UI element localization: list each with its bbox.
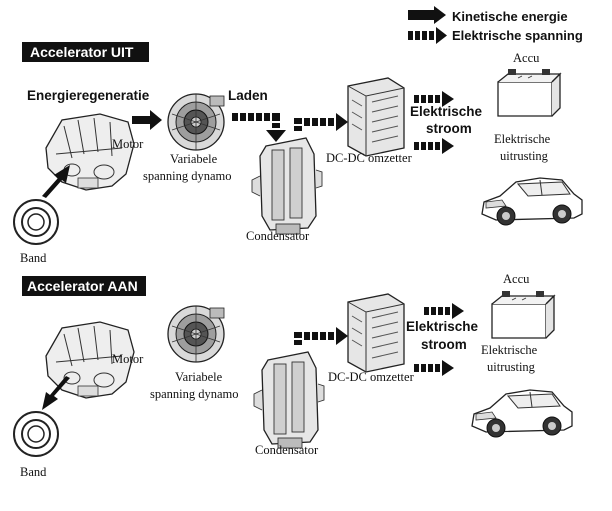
electric-current-label-1: Elektrische — [406, 319, 479, 334]
kinetic-arrow-band-to-engine — [42, 165, 70, 198]
capacitor-illustration — [251, 137, 323, 235]
dcdc-converter-illustration — [347, 293, 405, 373]
belt-pulley-illustration — [13, 411, 59, 457]
alternator-label-2: spanning dynamo — [143, 169, 232, 183]
electric-arrow-alternator-to-capacitor — [232, 113, 286, 142]
electric-legend-arrow — [408, 27, 447, 44]
electric-legend-label: Elektrische spanning — [452, 28, 583, 43]
kinetic-arrow-engine-to-alternator — [132, 110, 162, 130]
kinetic-legend-label: Kinetische energie — [452, 9, 568, 24]
band-label: Band — [20, 251, 47, 265]
electric-arrow-capacitor-to-converter — [294, 113, 348, 131]
alternator-illustration — [167, 93, 225, 151]
section-title-box — [22, 42, 149, 62]
charging-label: Laden — [228, 88, 268, 103]
electric-arrow-converter-to-equipment — [414, 360, 454, 376]
electric-current-label-1: Elektrische — [410, 104, 483, 119]
electric-equipment-label-2: uitrusting — [487, 360, 536, 374]
motor-label: Motor — [112, 352, 144, 366]
alternator-label-2: spanning dynamo — [150, 387, 239, 401]
motor-label: Motor — [112, 137, 144, 151]
electric-current-label-2: stroom — [421, 337, 467, 352]
alternator-label-1: Variabele — [175, 370, 223, 384]
capacitor-label: Condensator — [255, 443, 319, 457]
electric-current-label-2: stroom — [426, 121, 472, 136]
electric-equipment-label-1: Elektrische — [481, 343, 538, 357]
battery-label: Accu — [503, 272, 530, 286]
kinetic-legend-arrow — [408, 6, 446, 24]
section-accelerator-on: Accelerator AAN Band Motor Variabele spa… — [13, 272, 573, 479]
dcdc-converter-illustration — [347, 77, 405, 157]
electric-equipment-label-1: Elektrische — [494, 132, 551, 146]
kinetic-arrow-engine-to-band — [42, 376, 70, 410]
battery-illustration — [497, 68, 561, 117]
legend: Kinetische energie Elektrische spanning — [408, 6, 583, 44]
electric-arrow-converter-to-equipment — [414, 138, 454, 154]
battery-label: Accu — [513, 51, 540, 65]
electric-arrow-converter-to-battery — [414, 91, 454, 107]
section-title: Accelerator UIT — [30, 44, 134, 60]
capacitor-illustration — [253, 351, 325, 449]
battery-illustration — [491, 290, 555, 339]
electric-arrow-converter-to-battery — [424, 303, 464, 319]
section-accelerator-off: Accelerator UIT Energieregeneratie Laden… — [13, 42, 583, 265]
capacitor-label: Condensator — [246, 229, 310, 243]
car-illustration — [471, 389, 573, 438]
alternator-illustration — [167, 305, 225, 363]
band-label: Band — [20, 465, 47, 479]
dcdc-converter-label: DC-DC omzetter — [326, 151, 413, 165]
belt-pulley-illustration — [13, 199, 59, 245]
electric-equipment-label-2: uitrusting — [500, 149, 549, 163]
energy-regeneration-label: Energieregeneratie — [27, 88, 150, 103]
electric-arrow-capacitor-to-converter — [294, 327, 348, 345]
alternator-label-1: Variabele — [170, 152, 218, 166]
car-illustration — [481, 177, 583, 226]
section-title-box — [22, 276, 146, 296]
section-title: Accelerator AAN — [27, 278, 138, 294]
dcdc-converter-label: DC-DC omzetter — [328, 370, 415, 384]
